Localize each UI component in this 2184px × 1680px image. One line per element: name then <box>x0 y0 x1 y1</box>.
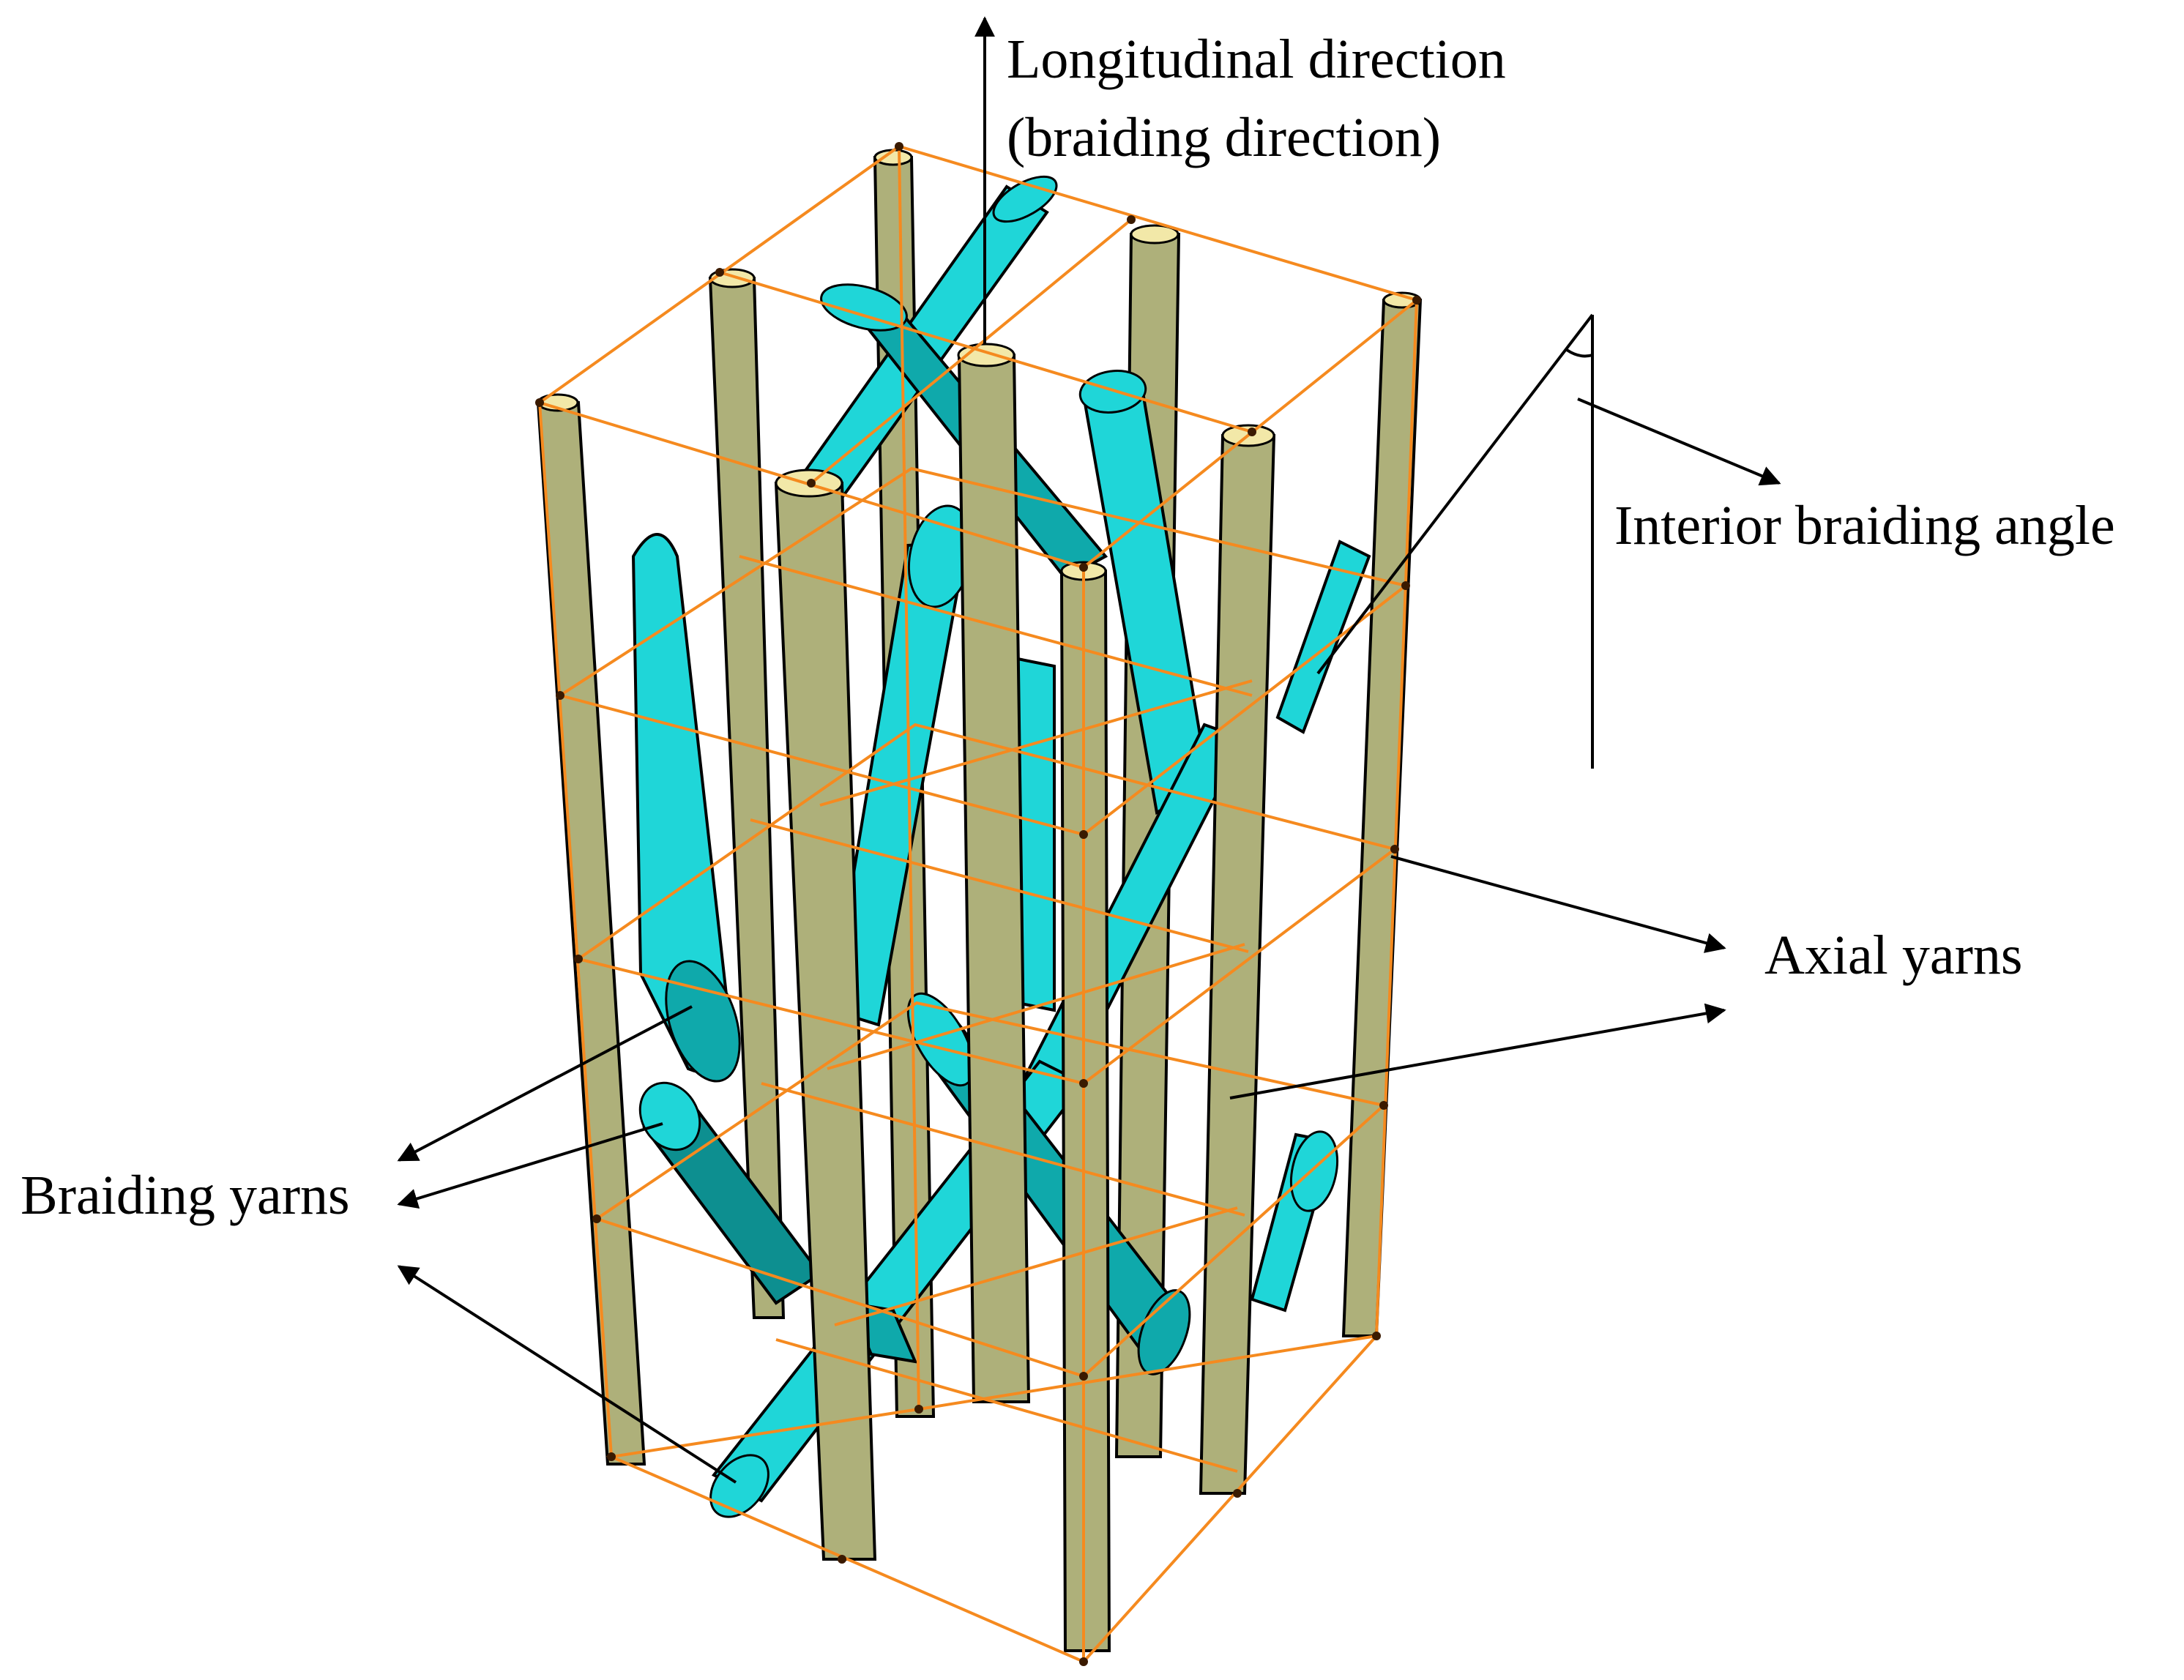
braiding-arrow-1 <box>397 1005 693 1162</box>
node <box>607 1452 616 1461</box>
angle-arrow <box>1577 397 1781 486</box>
axial-arrow-2 <box>1229 1003 1726 1100</box>
annotations <box>397 16 1781 1484</box>
wireframe-edge <box>538 146 1418 1662</box>
node <box>535 398 544 407</box>
node <box>1079 830 1088 839</box>
node <box>895 142 903 151</box>
node <box>1079 1657 1088 1666</box>
node <box>715 268 724 277</box>
wireframe-slice-mid <box>819 679 1253 1326</box>
angle-braid-line <box>1316 313 1594 675</box>
node <box>1379 1101 1388 1110</box>
braiding-yarn-end <box>820 283 908 332</box>
node <box>1390 845 1399 854</box>
axial-arrow-1 <box>1390 855 1726 953</box>
wireframe-slice-mid <box>739 555 1253 1473</box>
angle-arc <box>1565 348 1593 358</box>
node <box>1079 1079 1088 1088</box>
braiding-yarns-label: Braiding yarns <box>21 1165 350 1226</box>
braiding-yarn <box>1275 540 1371 734</box>
node <box>807 479 816 488</box>
braiding-yarn-end <box>1290 1130 1338 1212</box>
node <box>1079 563 1088 572</box>
braiding-direction-label: (braiding direction) <box>1007 107 1442 168</box>
interior-braiding-angle-label: Interior braiding angle <box>1614 495 2115 556</box>
wireframe-top-mid <box>719 218 1253 485</box>
node <box>914 1405 923 1414</box>
axial-yarns-front <box>536 343 1276 1652</box>
braiding-yarn-end <box>665 960 741 1083</box>
node <box>556 691 564 700</box>
node <box>1127 215 1136 224</box>
wireframe-nodes <box>535 142 1421 1666</box>
longitudinal-direction-label: Longitudinal direction <box>1007 29 1506 90</box>
node <box>1079 1372 1088 1381</box>
node <box>838 1555 846 1564</box>
node <box>1412 296 1421 305</box>
braiding-arrow-2 <box>397 1122 663 1209</box>
node <box>1248 428 1256 436</box>
node <box>574 955 583 963</box>
braiding-yarn-end <box>709 1454 769 1518</box>
axial-yarns-label: Axial yarns <box>1764 925 2023 986</box>
node <box>1401 581 1410 590</box>
node <box>1372 1332 1381 1340</box>
axial-yarn-top <box>1130 224 1179 244</box>
node <box>1233 1489 1242 1498</box>
node <box>592 1214 601 1223</box>
braiding-arrow-3 <box>397 1265 737 1484</box>
